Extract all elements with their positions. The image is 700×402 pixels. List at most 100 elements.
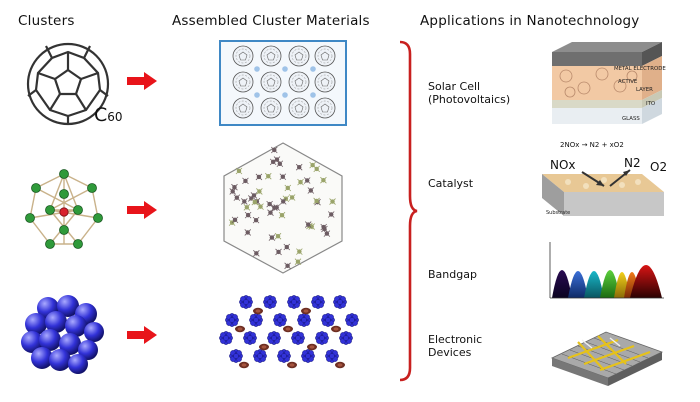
curly-brace-icon — [399, 40, 418, 382]
solar-layer-glass: GLASS — [622, 116, 640, 122]
catalyst-nox: NOx — [550, 158, 576, 172]
brown-cluster — [253, 307, 263, 315]
framework-node — [327, 211, 335, 218]
blue-cluster — [325, 349, 339, 363]
framework-node — [231, 183, 238, 191]
electronic-device — [550, 331, 664, 386]
icosahedral-cluster-icon — [25, 169, 103, 249]
framework-node — [264, 172, 272, 180]
c60-molecule-icon — [232, 97, 254, 119]
blue-cluster — [219, 331, 233, 345]
blue-cluster — [243, 331, 257, 345]
right-arrow-icon — [127, 201, 157, 223]
framework-node — [303, 177, 311, 184]
framework-node — [250, 192, 258, 199]
blue-cluster — [263, 295, 277, 309]
framework-node — [271, 146, 278, 154]
blue-cluster — [301, 349, 315, 363]
brown-cluster — [239, 361, 249, 369]
catalyst-o2: O2 — [650, 160, 668, 174]
framework-node — [271, 204, 278, 212]
ion-dot — [282, 66, 288, 72]
c60-label: C60 — [94, 104, 123, 126]
blue-atom-cluster-icon — [21, 295, 104, 374]
framework-node — [255, 173, 263, 181]
header-applications: Applications in Nanotechnology — [420, 13, 640, 29]
ion-dot — [254, 66, 260, 72]
right-arrow-icon — [127, 326, 157, 348]
brown-cluster — [331, 325, 341, 333]
framework-node — [251, 198, 259, 206]
framework-node — [276, 160, 284, 168]
blue-cluster — [297, 313, 311, 327]
application-electronic-devices: Electronic Devices — [428, 333, 482, 359]
solar-layer-active2: LAYER — [636, 87, 653, 93]
framework-node — [243, 204, 251, 211]
framework-node — [275, 248, 282, 256]
framework-node — [279, 173, 287, 181]
framework-node — [233, 194, 241, 201]
ion-dot — [310, 66, 316, 72]
framework-node — [267, 209, 274, 216]
framework-node — [268, 234, 276, 241]
solar-layer-active1: ACTIVE — [618, 79, 638, 85]
framework-node — [284, 184, 292, 192]
framework-node — [274, 232, 282, 240]
framework-node — [283, 243, 291, 251]
solar-layer-ito: ITO — [646, 101, 655, 107]
framework-node — [320, 176, 327, 184]
c60-molecule-icon — [232, 71, 254, 93]
application-electronic-line1: Electronic — [428, 333, 483, 346]
framework-node — [295, 163, 303, 171]
application-bandgap: Bandgap — [428, 268, 477, 281]
framework-node — [297, 178, 304, 186]
c60-molecule-icon — [288, 45, 310, 67]
framework-node — [269, 158, 277, 166]
blue-cluster — [239, 295, 253, 309]
application-solar-cell: Solar Cell (Photovoltaics) — [428, 80, 510, 106]
brown-cluster — [287, 361, 297, 369]
bandgap-spectrum — [549, 242, 664, 299]
framework-node — [296, 248, 303, 255]
framework-node — [256, 188, 263, 195]
c60-molecule-icon — [232, 45, 254, 67]
framework-node — [323, 230, 331, 237]
catalyst-surface: Substrate — [542, 169, 664, 216]
framework-node — [252, 216, 260, 224]
framework-node — [313, 197, 320, 205]
framework-node — [307, 187, 315, 194]
c60-label-sub: 60 — [107, 110, 123, 124]
framework-node — [279, 198, 287, 205]
framework-node — [278, 211, 286, 219]
header-clusters: Clusters — [18, 13, 75, 29]
blue-cluster — [249, 313, 263, 327]
c60-molecule-icon — [260, 71, 282, 93]
c60-molecule-icon — [314, 45, 336, 67]
brown-cluster — [259, 343, 269, 351]
brown-cluster — [335, 361, 345, 369]
blue-cluster — [229, 349, 243, 363]
framework-node — [304, 221, 312, 228]
c60-molecule-icon — [288, 71, 310, 93]
solar-layer-metal: METAL ELECTRODE — [614, 66, 666, 72]
right-arrow-icon — [127, 72, 157, 94]
blue-cluster — [315, 331, 329, 345]
framework-node — [257, 203, 264, 210]
c60-crystal-lattice — [232, 45, 336, 119]
framework-node — [244, 229, 252, 236]
brown-cluster — [301, 307, 311, 315]
catalyst-n2: N2 — [624, 156, 641, 170]
framework-node — [242, 177, 249, 185]
framework-node — [329, 198, 336, 205]
ion-dot — [254, 92, 260, 98]
framework-node — [266, 200, 273, 208]
framework-node — [235, 167, 243, 175]
brown-cluster — [235, 325, 245, 333]
ion-dot — [282, 92, 288, 98]
c60-molecule-icon — [288, 97, 310, 119]
catalyst-equation: 2NOx → N2 + xO2 — [560, 141, 624, 149]
c60-molecule-icon — [314, 71, 336, 93]
c60-molecule-icon — [260, 97, 282, 119]
c60-molecule-icon — [314, 97, 336, 119]
blue-cluster — [273, 313, 287, 327]
